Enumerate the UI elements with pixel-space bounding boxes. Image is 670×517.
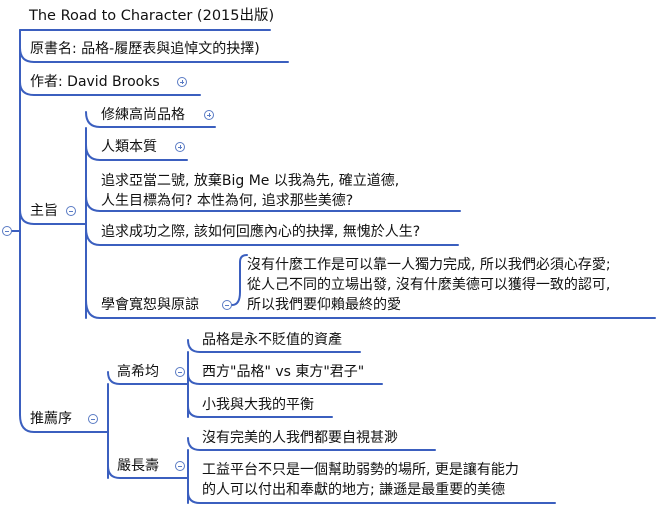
yen-point-platform[interactable]: 工益平台不只是一個幫助弱勢的場所, 更是讓有能力 的人可以付出和奉獻的地方; 謙… xyxy=(202,460,519,500)
kao-point-asset[interactable]: 品格是永不貶值的資產 xyxy=(202,330,342,350)
recommender-label: 高希均 xyxy=(117,364,159,380)
link-kao-east-west xyxy=(187,373,383,385)
link-yen-platform xyxy=(187,491,556,504)
theme-item-nature-expand-icon[interactable] xyxy=(175,142,185,152)
link-theme xyxy=(19,209,79,225)
original-title-node[interactable]: 原書名: 品格-履歷表與追悼文的抉擇) xyxy=(30,39,260,59)
yen-point-line: 的人可以付出和奉獻的地方; 謙遜是最重要的美德 xyxy=(202,482,506,498)
theme-item-label: 追求成功之際, 該如何回應內心的抉擇, 無愧於人生? xyxy=(101,224,421,240)
theme-node[interactable]: 主旨 xyxy=(30,201,58,221)
link-author xyxy=(19,81,201,96)
recommender-yen[interactable]: 嚴長壽 xyxy=(117,456,159,476)
recommend-label: 推薦序 xyxy=(30,411,72,427)
kao-point-label: 小我與大我的平衡 xyxy=(202,397,314,413)
link-original-title xyxy=(19,47,289,63)
author-label: 作者: David Brooks xyxy=(30,74,160,90)
author-node[interactable]: 作者: David Brooks xyxy=(30,72,160,92)
kao-point-east-west[interactable]: 西方"品格" vs 東方"君子" xyxy=(202,362,364,382)
link-forgive-note xyxy=(231,254,248,306)
link-rec-yen xyxy=(107,465,189,479)
root-label: The Road to Character (2015出版) xyxy=(29,8,275,24)
theme-item-nature[interactable]: 人類本質 xyxy=(101,137,157,157)
link-theme-nature xyxy=(85,144,188,161)
recommender-kao[interactable]: 高希均 xyxy=(117,362,159,382)
theme-item-character[interactable]: 修練高尚品格 xyxy=(101,105,185,125)
kao-point-label: 品格是永不貶值的資產 xyxy=(202,332,342,348)
forgive-note-line: 沒有什麼工作是可以靠一人獨力完成, 所以我們必須心存愛; xyxy=(247,257,611,273)
link-theme-success xyxy=(85,227,459,246)
theme-item-character-expand-icon[interactable] xyxy=(204,110,214,120)
recommender-yen-collapse-icon[interactable] xyxy=(175,461,185,471)
link-recommend xyxy=(19,414,103,433)
root-node[interactable]: The Road to Character (2015出版) xyxy=(29,6,274,26)
recommender-label: 嚴長壽 xyxy=(117,458,159,474)
link-theme-forgive xyxy=(85,299,656,319)
forgive-note-line: 所以我們要仰賴最終的愛 xyxy=(247,297,401,313)
original-title-label: 原書名: 品格-履歷表與追悼文的抉擇) xyxy=(30,41,260,57)
theme-item-label: 人類本質 xyxy=(101,139,157,155)
yen-point-humble[interactable]: 沒有完美的人我們都要自視甚渺 xyxy=(202,428,398,448)
theme-item-success[interactable]: 追求成功之際, 該如何回應內心的抉擇, 無愧於人生? xyxy=(101,222,420,242)
link-theme-character xyxy=(85,111,216,128)
kao-point-label: 西方"品格" vs 東方"君子" xyxy=(202,364,365,380)
yen-point-label: 沒有完美的人我們都要自視甚渺 xyxy=(202,430,398,446)
theme-item-line: 追求亞當二號, 放棄Big Me 以我為先, 確立道德, xyxy=(101,173,400,189)
forgive-note[interactable]: 沒有什麼工作是可以靠一人獨力完成, 所以我們必須心存愛; 從人己不同的立場出發,… xyxy=(247,255,611,315)
link-kao-balance xyxy=(187,405,333,418)
theme-collapse-icon[interactable] xyxy=(66,206,76,216)
theme-item-forgive-collapse-icon[interactable] xyxy=(222,300,232,310)
link-rec-kao xyxy=(107,371,189,385)
theme-item-label: 學會寬恕與原諒 xyxy=(101,297,199,313)
kao-point-balance[interactable]: 小我與大我的平衡 xyxy=(202,395,314,415)
theme-item-label: 修練高尚品格 xyxy=(101,107,185,123)
recommend-node[interactable]: 推薦序 xyxy=(30,409,72,429)
link-yen-humble xyxy=(187,437,436,451)
link-theme-adam-two xyxy=(85,195,461,212)
forgive-note-line: 從人己不同的立場出發, 沒有什麼美德可以獲得一致的認可, xyxy=(247,277,611,293)
theme-item-line: 人生目標為何? 本性為何, 追求那些美德? xyxy=(101,193,354,209)
theme-label: 主旨 xyxy=(30,203,58,219)
yen-point-line: 工益平台不只是一個幫助弱勢的場所, 更是讓有能力 xyxy=(202,462,519,478)
theme-item-adam-two[interactable]: 追求亞當二號, 放棄Big Me 以我為先, 確立道德, 人生目標為何? 本性為… xyxy=(101,171,399,211)
link-kao-asset xyxy=(187,339,361,353)
recommender-kao-collapse-icon[interactable] xyxy=(175,367,185,377)
author-expand-icon[interactable] xyxy=(177,77,187,87)
root-collapse-icon[interactable] xyxy=(2,226,12,236)
recommend-collapse-icon[interactable] xyxy=(88,414,98,424)
theme-item-forgive[interactable]: 學會寬恕與原諒 xyxy=(101,295,199,315)
